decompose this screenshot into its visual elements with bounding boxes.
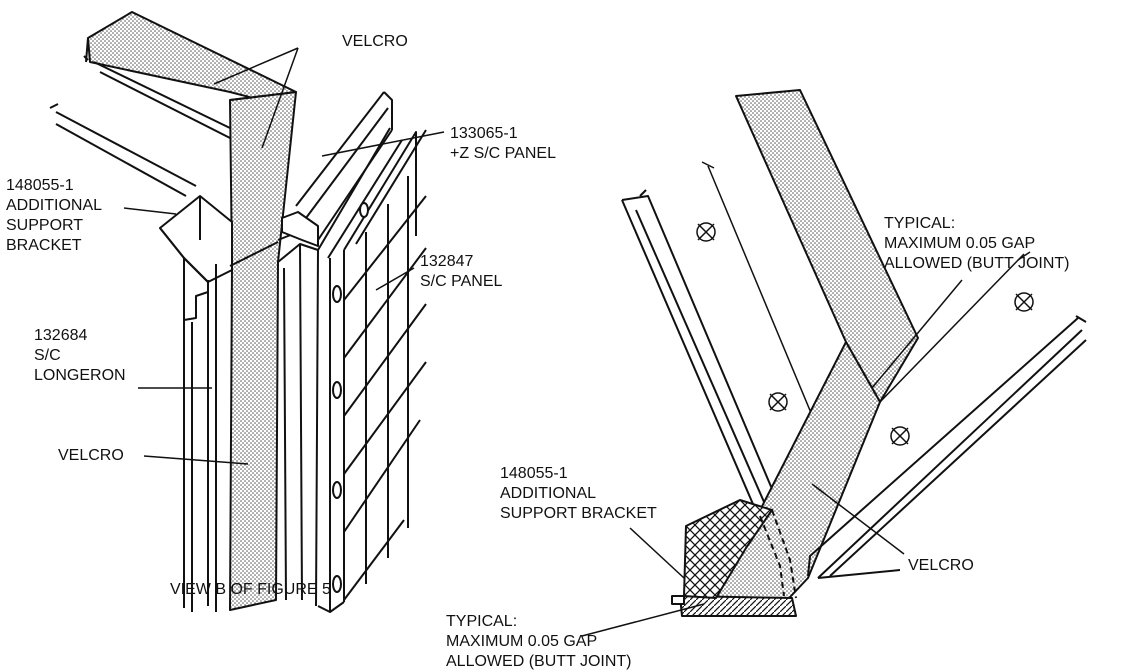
right-base-plate	[671, 595, 797, 617]
bracket-label-left: 148055-1 ADDITIONAL SUPPORT BRACKET	[6, 177, 103, 254]
longeron-label: 132684 S/C LONGERON	[34, 327, 126, 384]
left-leader-lines	[123, 47, 445, 465]
right-lower-rail	[807, 315, 1087, 579]
bracket-label-right: 148055-1 ADDITIONAL SUPPORT BRACKET	[500, 465, 657, 522]
left-support-bracket	[159, 195, 233, 320]
gap-label-top: TYPICAL: MAXIMUM 0.05 GAP ALLOWED (BUTT …	[884, 215, 1070, 272]
left-panel-clip	[281, 211, 319, 247]
velcro-bottom-label: VELCRO	[58, 447, 124, 464]
view-caption: VIEW B OF FIGURE 5	[170, 581, 331, 598]
panel-sc-label: 132847 S/C PANEL	[420, 253, 503, 290]
right-velcro-main-strip	[707, 341, 881, 613]
left-longeron	[183, 264, 217, 612]
right-velcro-top-strip	[735, 89, 919, 403]
right-leader-lines	[581, 279, 963, 637]
velcro-right-label: VELCRO	[908, 557, 974, 574]
velcro-top-label: VELCRO	[342, 33, 408, 50]
gap-label-bottom: TYPICAL: MAXIMUM 0.05 GAP ALLOWED (BUTT …	[446, 613, 632, 670]
left-panel-fastener-holes	[332, 202, 369, 593]
left-sc-panel	[317, 127, 427, 613]
left-z-panel	[295, 91, 393, 241]
right-support-bracket	[683, 499, 797, 599]
left-lower-rail	[49, 103, 197, 197]
right-upper-rail	[879, 251, 1031, 403]
panel-z-label: 133065-1 +Z S/C PANEL	[450, 125, 556, 162]
left-upper-rail	[83, 55, 231, 139]
left-velcro-top-strip	[85, 11, 297, 105]
right-fastener-symbols	[696, 222, 1034, 446]
